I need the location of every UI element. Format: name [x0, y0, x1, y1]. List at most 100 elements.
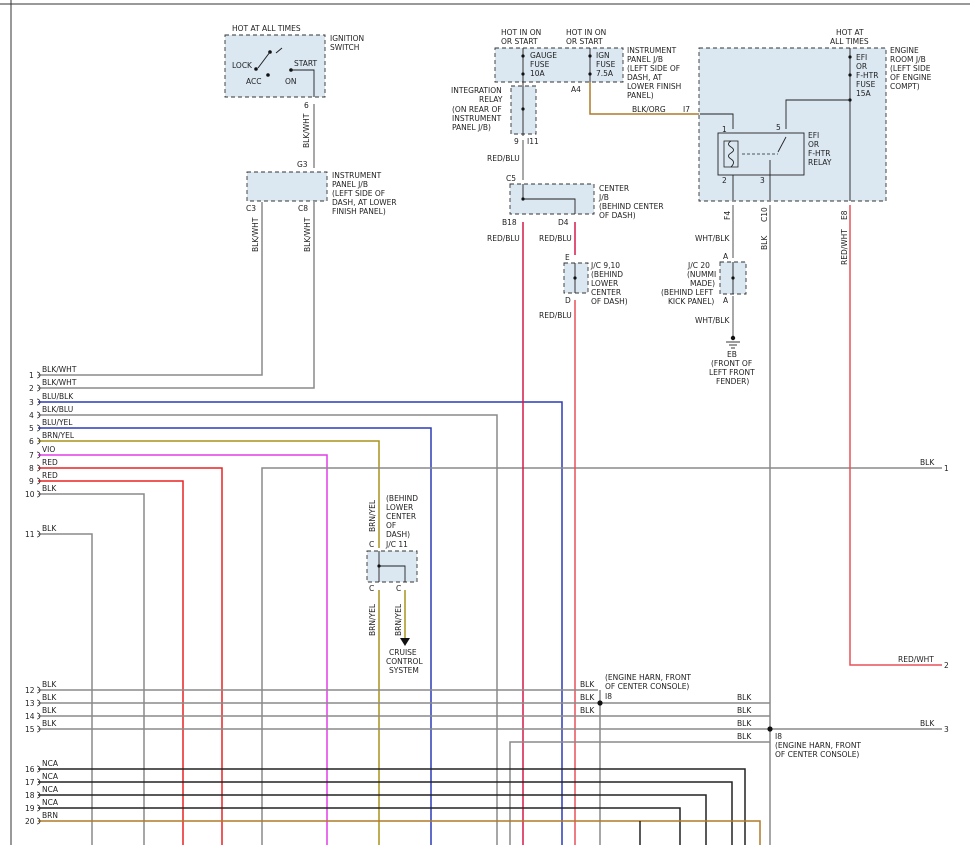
ipjb-line-3: DASH, AT LOWER: [332, 198, 397, 207]
left-pin-number: 9: [29, 477, 34, 486]
ground-line-0: (FRONT OF: [711, 359, 752, 368]
efi-relay-pin-5: 5: [776, 123, 781, 132]
ipjb-pin-g3: G3: [297, 160, 308, 169]
wire-rpin1: [261, 467, 942, 845]
fb-gauge-0: GAUGE: [530, 51, 557, 60]
erjb-hot-0: HOT AT: [836, 28, 864, 37]
ign-pos-acc: ACC: [246, 77, 261, 86]
wire-pin7: [38, 454, 328, 845]
jc11-dot: [377, 564, 381, 568]
erjb-pin-c10: C10: [760, 207, 769, 222]
left-pin-terminal-icon: [36, 451, 41, 459]
ground-dot: [730, 335, 736, 341]
left-pin-wire-label: RED: [42, 458, 58, 467]
cjb-pin-b18: B18: [502, 218, 517, 227]
left-pin-wire-label: BLU/YEL: [42, 418, 73, 427]
ir-line-3: INSTRUMENT: [452, 114, 502, 123]
jc11-branch: [379, 565, 406, 582]
label-red-wht-e8: RED/WHT: [840, 229, 849, 265]
wire-pin5: [38, 427, 432, 845]
ir-dot: [521, 107, 525, 111]
cruise-line-2: SYSTEM: [389, 666, 419, 675]
left-pin-wire-label: NCA: [42, 785, 59, 794]
ign-blade-tip: [275, 47, 283, 54]
right-pin-number: 3: [944, 725, 949, 734]
splice-b-blk3: BLK: [737, 719, 752, 728]
efi-relay-pin-1: 1: [722, 125, 727, 134]
left-pin-wire-label: BLK/WHT: [42, 378, 77, 387]
label-blk-wht-ign: BLK/WHT: [302, 113, 311, 148]
label-brn-yel-right: BRN/YEL: [394, 603, 403, 636]
wire-pin20: [38, 820, 761, 845]
left-pin-terminal-icon: [36, 791, 41, 799]
left-pin-terminal-icon: [36, 437, 41, 445]
ign-title-0: IGNITION: [330, 34, 364, 43]
jc-11: (BEHIND LOWER CENTER OF DASH) C J/C 11 C…: [366, 494, 418, 593]
erjb-line-3: OF ENGINE: [890, 73, 932, 82]
cruise-arrow-icon: [400, 638, 410, 646]
label-red-blu-b18: RED/BLU: [487, 234, 520, 243]
erjb-line-4: COMPT): [890, 82, 920, 91]
jc11-label: J/C 11: [385, 540, 408, 549]
wire-pin1: [38, 202, 263, 376]
ign-pin: 6: [304, 101, 309, 110]
splice-a-blk1: BLK: [580, 680, 595, 689]
cjb-dot: [521, 197, 525, 201]
fb-dot3: [588, 54, 592, 58]
label-wht-blk-bottom: WHT/BLK: [695, 316, 730, 325]
cruise-line-1: CONTROL: [386, 657, 423, 666]
left-pin-terminal-icon: [36, 424, 41, 432]
efi-relay-3: RELAY: [808, 158, 832, 167]
jc-20: A A J/C 20 (NUMMI MADE) (BEHIND LEFT KIC…: [661, 252, 747, 306]
ign-hot-label: HOT AT ALL TIMES: [232, 24, 301, 33]
erjb-pin-i7: I7: [683, 105, 690, 114]
cjb-internal: [522, 184, 576, 214]
jc20-pin-a-bottom: A: [723, 296, 729, 305]
right-pin-wire-label: RED/WHT: [898, 655, 934, 664]
jc11-box: [366, 550, 418, 583]
fuse-box: HOT IN ON OR START HOT IN ON OR START GA…: [494, 28, 681, 100]
ground-eb: EB (FRONT OF LEFT FRONT FENDER): [709, 335, 755, 386]
fb-ign-2: 7.5A: [596, 69, 614, 78]
erjb-fuse-0: EFI: [856, 53, 867, 62]
ir-line-0: INTEGRATION: [451, 86, 502, 95]
efi-relay-coil-winding: [728, 140, 734, 168]
splice-b-blk4: BLK: [737, 732, 752, 741]
ipjb-line-4: FINISH PANEL): [332, 207, 386, 216]
efi-relay-1: OR: [808, 140, 819, 149]
erjb-fuse-4: 15A: [856, 89, 872, 98]
left-pin-wire-label: BLK: [42, 524, 57, 533]
erjb-i7-feed: [700, 113, 734, 129]
fb-ign-1: FUSE: [596, 60, 616, 69]
left-pin-terminal-icon: [36, 477, 41, 485]
ign-internal-wire: [291, 69, 315, 97]
left-pin-number: 16: [25, 765, 35, 774]
jc-9-10: E D J/C 9,10 (BEHIND LOWER CENTER OF DAS…: [563, 253, 628, 306]
left-pin-number: 20: [25, 817, 35, 826]
splice-b-dot: [767, 726, 773, 732]
right-pin-wire-label: BLK: [920, 719, 935, 728]
erjb-relay-feed: [785, 99, 850, 129]
efi-relay-pin-2: 2: [722, 176, 727, 185]
wire-pin9: [38, 480, 184, 845]
splice-b-blk2: BLK: [737, 706, 752, 715]
jc20-line-0: J/C 20: [687, 261, 710, 270]
jc11-line-0: (BEHIND: [386, 494, 418, 503]
fb-pin-a4: A4: [571, 85, 581, 94]
fb-dot2: [521, 72, 525, 76]
jc910-pin-d: D: [565, 296, 571, 305]
wire-pin10: [38, 493, 145, 845]
ign-pos-lock: LOCK: [232, 61, 253, 70]
left-pin-number: 1: [29, 371, 34, 380]
left-pin-wire-label: VIO: [42, 445, 55, 454]
cjb-line-1: J/B: [598, 193, 609, 202]
ign-pos-on: ON: [285, 77, 297, 86]
right-pin-number: 1: [944, 464, 949, 473]
erjb-line-1: ROOM J/B: [890, 55, 926, 64]
left-pin-terminal-icon: [36, 490, 41, 498]
fb-panel-3: DASH, AT: [627, 73, 662, 82]
left-pin-wire-label: BLU/BLK: [42, 392, 74, 401]
ipjb-box: [246, 171, 328, 202]
wire-splice-b-left: [509, 741, 770, 845]
